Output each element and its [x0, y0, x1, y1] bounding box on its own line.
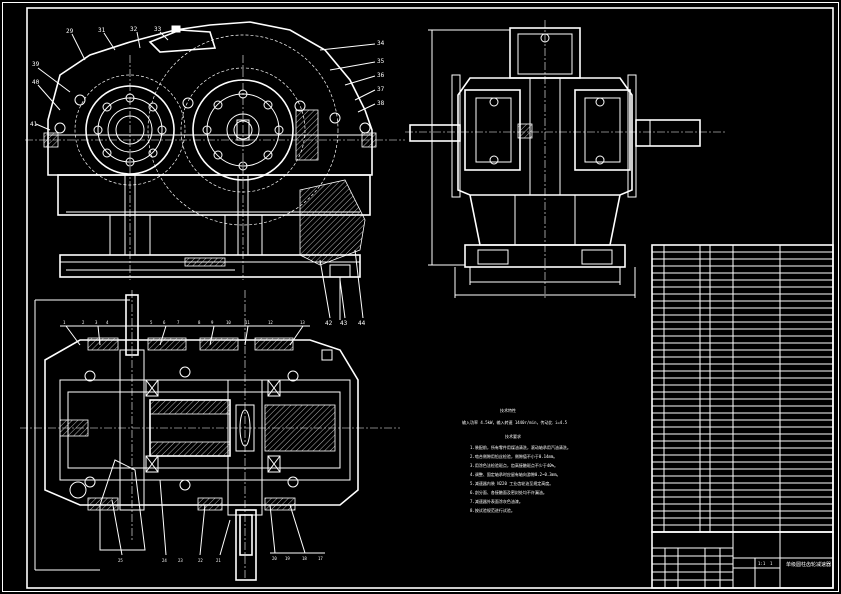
notes-line-7: 7.减速器外表面涂灰色油漆。: [470, 498, 523, 504]
callout-11: 11: [245, 320, 250, 325]
notes-line-4: 4.调整、固定轴承时应留有轴向游隙0.2~0.3mm。: [470, 471, 561, 477]
callout-37: 37: [377, 86, 385, 93]
callout-7: 7: [177, 320, 180, 325]
callout-39: 39: [32, 61, 40, 68]
technical-notes: 技术特性 输入功率 4.5kW，输入转速 1440r/min，传动比 i=4.5…: [462, 407, 571, 513]
callout-36: 36: [377, 72, 385, 79]
callout-43: 43: [340, 320, 348, 327]
plan-view-callouts: 1 2 3 4 5 6 7 8 9 10 11 12 13 25 24 23 2…: [60, 320, 325, 563]
callout-32: 32: [130, 26, 138, 33]
title-block: 单级圆柱齿轮减速器 1:1 1: [651, 531, 834, 589]
front-view-callouts: 29 31 32 33 34 35 36 37 38 39 40 41 42 4…: [30, 26, 385, 327]
notes-line-6: 6.剖分面、各接触面及密封处均不许漏油。: [470, 489, 547, 495]
callout-33: 33: [154, 26, 162, 33]
callout-25: 25: [118, 558, 123, 563]
callout-35: 35: [377, 58, 385, 65]
callout-29: 29: [66, 28, 74, 35]
drawing-title: 单级圆柱齿轮减速器: [786, 561, 831, 568]
notes-line-1: 1.装配前，所有零件用煤油清洗，滚动轴承用汽油清洗。: [470, 444, 571, 450]
callout-13: 13: [300, 320, 305, 325]
callout-31: 31: [98, 27, 106, 34]
notes-line-3: 3.用涂色法检验斑点，齿高接触斑点不少于40%。: [470, 462, 558, 468]
callout-3: 3: [95, 320, 98, 325]
notes-line-8: 8.按试验规范进行试验。: [470, 507, 515, 513]
drawing-sheet-number: 1: [770, 561, 773, 566]
front-view: [25, 21, 405, 320]
callout-18: 18: [302, 556, 307, 561]
callout-19: 19: [285, 556, 290, 561]
callout-22: 22: [198, 558, 203, 563]
inner-border: [26, 7, 834, 589]
callout-12: 12: [268, 320, 273, 325]
callout-38: 38: [377, 100, 385, 107]
callout-42: 42: [325, 320, 333, 327]
notes-line-5: 5.减速器内装 N220 工业齿轮油至规定高度。: [470, 480, 553, 486]
side-view: [405, 20, 725, 300]
notes-line-2: 2.啮合侧隙用铅丝检验，侧隙值不小于0.14mm。: [470, 453, 557, 459]
notes-characteristics-line: 输入功率 4.5kW，输入转速 1440r/min，传动比 i=4.5: [462, 419, 568, 425]
callout-5: 5: [150, 320, 153, 325]
callout-17: 17: [318, 556, 323, 561]
callout-4: 4: [106, 320, 109, 325]
notes-heading-requirements: 技术要求: [505, 433, 521, 439]
callout-8: 8: [198, 320, 201, 325]
callout-1: 1: [63, 320, 66, 325]
callout-44: 44: [358, 320, 366, 327]
notes-heading-characteristics: 技术特性: [500, 407, 516, 413]
callout-10: 10: [226, 320, 231, 325]
callout-21: 21: [216, 558, 221, 563]
drawing-scale: 1:1: [758, 561, 766, 566]
parts-list: [651, 244, 834, 533]
callout-34: 34: [377, 40, 385, 47]
callout-9: 9: [211, 320, 214, 325]
callout-24: 24: [162, 558, 167, 563]
callout-6: 6: [163, 320, 166, 325]
plan-view: [20, 290, 400, 581]
callout-40: 40: [32, 79, 40, 86]
callout-2: 2: [82, 320, 85, 325]
callout-23: 23: [178, 558, 183, 563]
callout-41: 41: [30, 121, 38, 128]
callout-20: 20: [272, 556, 277, 561]
